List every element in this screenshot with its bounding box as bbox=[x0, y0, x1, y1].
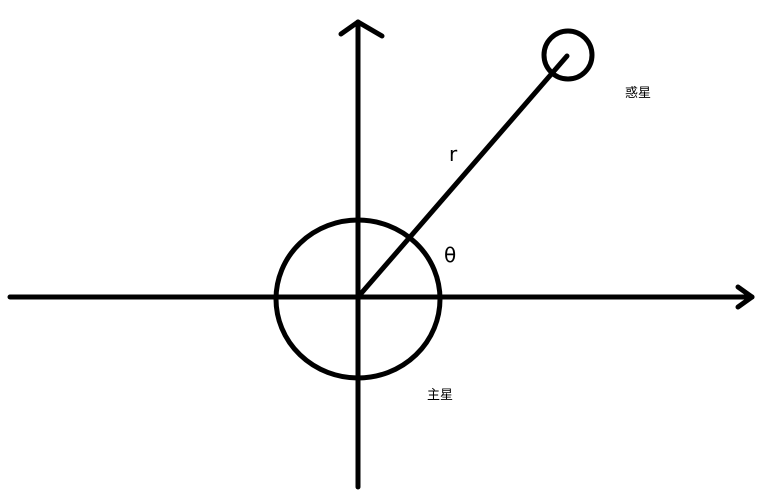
star-label: 主星 bbox=[427, 388, 453, 403]
planet-circle bbox=[541, 28, 595, 82]
y-axis-arrowhead bbox=[338, 19, 385, 39]
angle-label: θ bbox=[444, 243, 456, 267]
radius-line bbox=[355, 53, 570, 300]
planet-label: 惑星 bbox=[625, 85, 651, 101]
radius-label: r bbox=[449, 142, 458, 166]
x-axis-arrowhead bbox=[735, 284, 755, 310]
star-circle bbox=[273, 217, 443, 381]
